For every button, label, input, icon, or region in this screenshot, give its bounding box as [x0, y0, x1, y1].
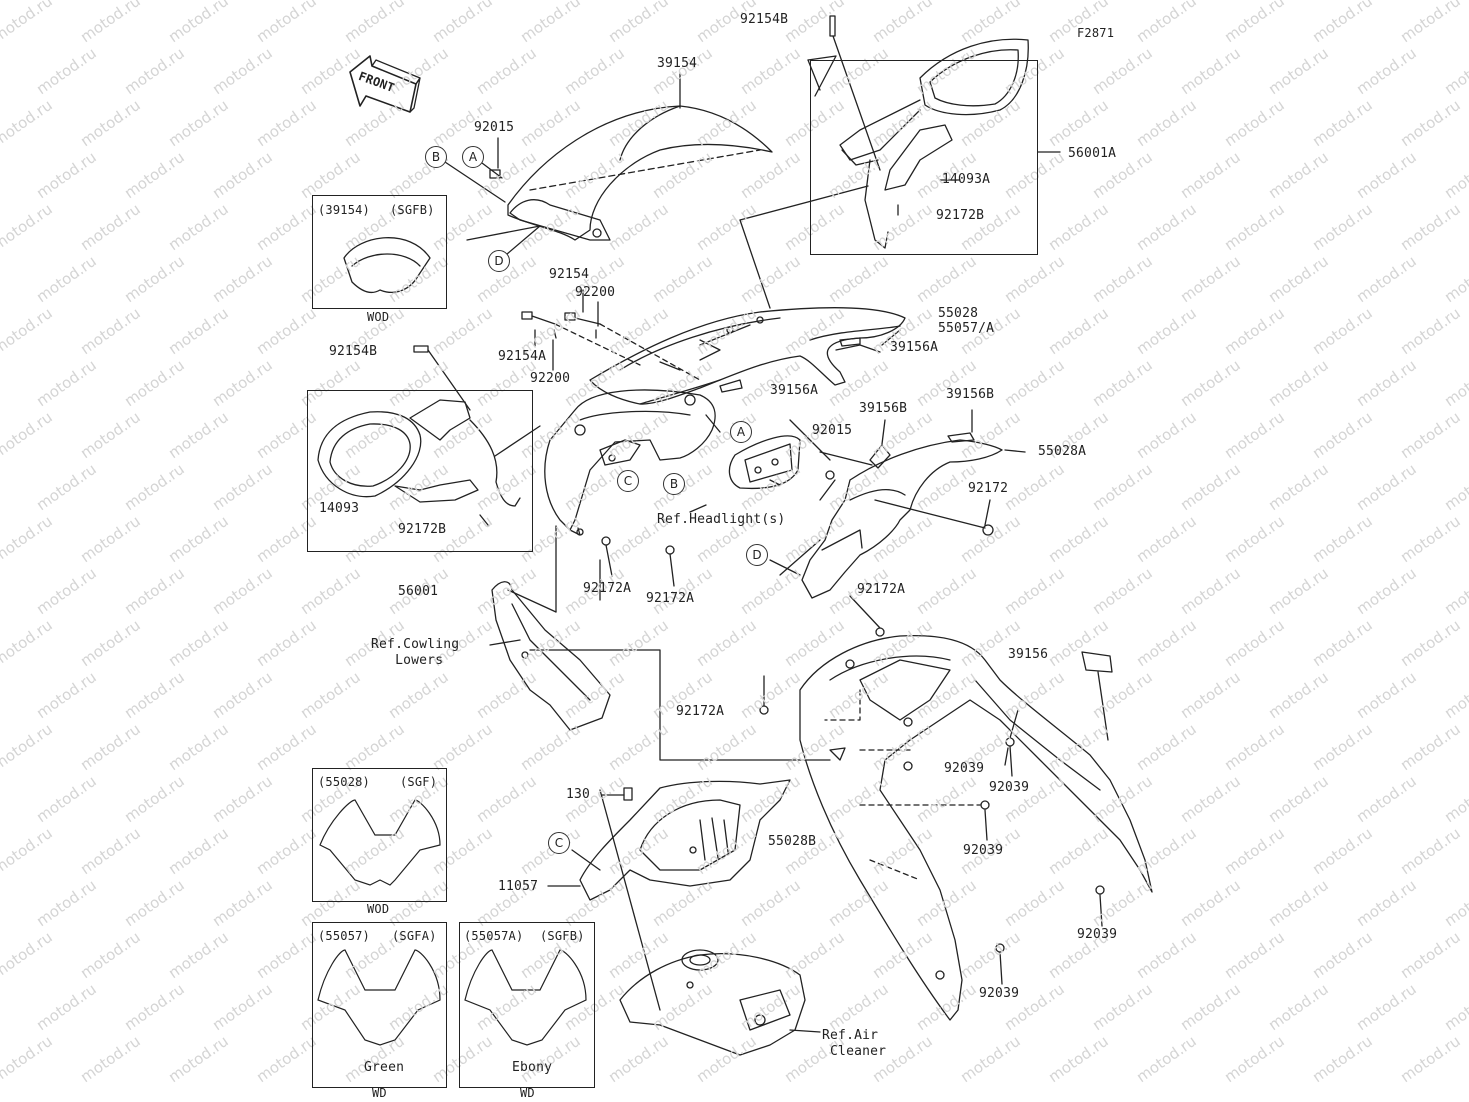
part-label-56001: 56001 [398, 584, 439, 599]
part-label-39156A-2: 39156A [770, 383, 819, 398]
headlight-part [728, 435, 801, 490]
part-label-14093: 14093 [319, 501, 360, 516]
variant-box-55028 [312, 768, 447, 902]
variant-code-39154: (SGFB) [390, 203, 435, 217]
windshield-part [466, 72, 773, 261]
variant-part-55028: (55028) [318, 775, 370, 789]
part-label-11057: 11057 [498, 879, 539, 894]
part-label-39154: 39154 [657, 56, 698, 71]
variant-code-55057A: (SGFB) [540, 929, 585, 943]
part-label-92200-bot: 92200 [530, 371, 571, 386]
inner-upper-panel [544, 389, 716, 536]
callout-A-mid: A [730, 421, 752, 443]
part-label-55057A: 55057/A [938, 321, 995, 336]
cowling-lower-ref [489, 525, 831, 761]
part-label-39156B-2: 39156B [859, 401, 908, 416]
part-label-92154B-left: 92154B [329, 344, 378, 359]
part-label-55028: 55028 [938, 306, 979, 321]
callout-B-top: B [425, 146, 447, 168]
piece-39156B-2 [947, 432, 975, 443]
clip-92039-1 [1005, 737, 1015, 747]
part-label-92172B-left: 92172B [398, 522, 447, 537]
variant-color-55057: Green [364, 1060, 405, 1075]
variant-part-55057A: (55057A) [464, 929, 524, 943]
part-label-92015-mid: 92015 [812, 423, 853, 438]
air-cleaner-ref [619, 949, 821, 1056]
trim-39156A-2 [719, 379, 743, 393]
variant-caption-39154: WOD [367, 310, 390, 324]
part-label-92039-5: 92039 [979, 986, 1020, 1001]
variant-box-39154 [312, 195, 447, 309]
variant-caption-55057A: WD [520, 1086, 535, 1100]
ref-label-cowling-lowers: Ref.Cowling Lowers [371, 637, 460, 668]
mirror-box-56001A [810, 60, 1038, 255]
ref-label-headlight: Ref.Headlight(s) [657, 512, 786, 527]
part-label-55028A: 55028A [1038, 444, 1087, 459]
part-label-92172A-4: 92172A [676, 704, 725, 719]
callout-D-top: D [488, 250, 510, 272]
part-label-39156A-1: 39156A [890, 340, 939, 355]
part-label-14093A: 14093A [942, 172, 991, 187]
part-label-92039-2: 92039 [989, 780, 1030, 795]
part-label-92172A-3: 92172A [857, 582, 906, 597]
part-label-130: 130 [566, 787, 591, 802]
callout-C-bottom: C [548, 832, 570, 854]
trim-39156A-1 [839, 337, 861, 347]
variant-code-55028: (SGF) [400, 775, 438, 789]
part-label-92039-3: 92039 [963, 843, 1004, 858]
piece-39156B-1 [869, 444, 891, 469]
variant-caption-55028: WOD [367, 902, 390, 916]
variant-part-55057: (55057) [318, 929, 370, 943]
ref-label-air-cleaner: Ref.Air Cleaner [822, 1028, 887, 1059]
figure-code: F2871 [1077, 26, 1115, 40]
part-label-92200-top: 92200 [575, 285, 616, 300]
callout-A-top: A [462, 146, 484, 168]
clip-92039-3 [980, 800, 990, 810]
part-label-92172A-1: 92172A [583, 581, 632, 596]
mirror-box-56001 [307, 390, 533, 552]
variant-55057A-shape [464, 949, 587, 1046]
part-label-92039-1: 92039 [944, 761, 985, 776]
part-label-39156: 39156 [1008, 647, 1049, 662]
part-label-92015-top: 92015 [474, 120, 515, 135]
callout-D-mid: D [746, 544, 768, 566]
part-label-92039-4: 92039 [1077, 927, 1118, 942]
part-label-92154: 92154 [549, 267, 590, 282]
screw-92172A-2 [665, 545, 675, 555]
clip-92039-2 [903, 761, 913, 771]
variant-box-55057A [459, 922, 595, 1088]
variant-code-55057: (SGFA) [392, 929, 437, 943]
part-label-92172: 92172 [968, 481, 1009, 496]
part-label-92154A: 92154A [498, 349, 547, 364]
pad-39156 [1081, 651, 1113, 673]
part-label-92172A-2: 92172A [646, 591, 695, 606]
front-arrow-icon [349, 55, 421, 113]
variant-55028-shape [319, 799, 441, 886]
bolts-group [521, 289, 701, 381]
nut-92015-top [489, 169, 501, 179]
right-inner-panel [801, 439, 1003, 599]
part-label-92172B-top: 92172B [936, 208, 985, 223]
variant-55057-shape [317, 949, 441, 1046]
part-label-39156B-1: 39156B [946, 387, 995, 402]
variant-box-55057 [312, 922, 447, 1088]
clip-92039-4 [1095, 885, 1105, 895]
center-bracket-part [547, 779, 791, 1011]
screen-variant-shape [343, 237, 431, 294]
callout-B-mid: B [663, 473, 685, 495]
callout-C-mid: C [617, 470, 639, 492]
screw-92172A-1 [601, 536, 611, 546]
part-label-55028B: 55028B [768, 834, 817, 849]
side-fairing-part [799, 634, 1153, 1021]
right-mirror-part [739, 15, 1061, 309]
variant-caption-55057: WD [372, 1086, 387, 1100]
part-label-56001A: 56001A [1068, 146, 1117, 161]
part-label-92154B-top: 92154B [740, 12, 789, 27]
variant-color-55057A: Ebony [512, 1060, 553, 1075]
left-mirror-part [317, 345, 541, 526]
variant-part-39154: (39154) [318, 203, 370, 217]
upper-cowl-part [589, 306, 906, 405]
clip-92039-5 [995, 943, 1005, 953]
